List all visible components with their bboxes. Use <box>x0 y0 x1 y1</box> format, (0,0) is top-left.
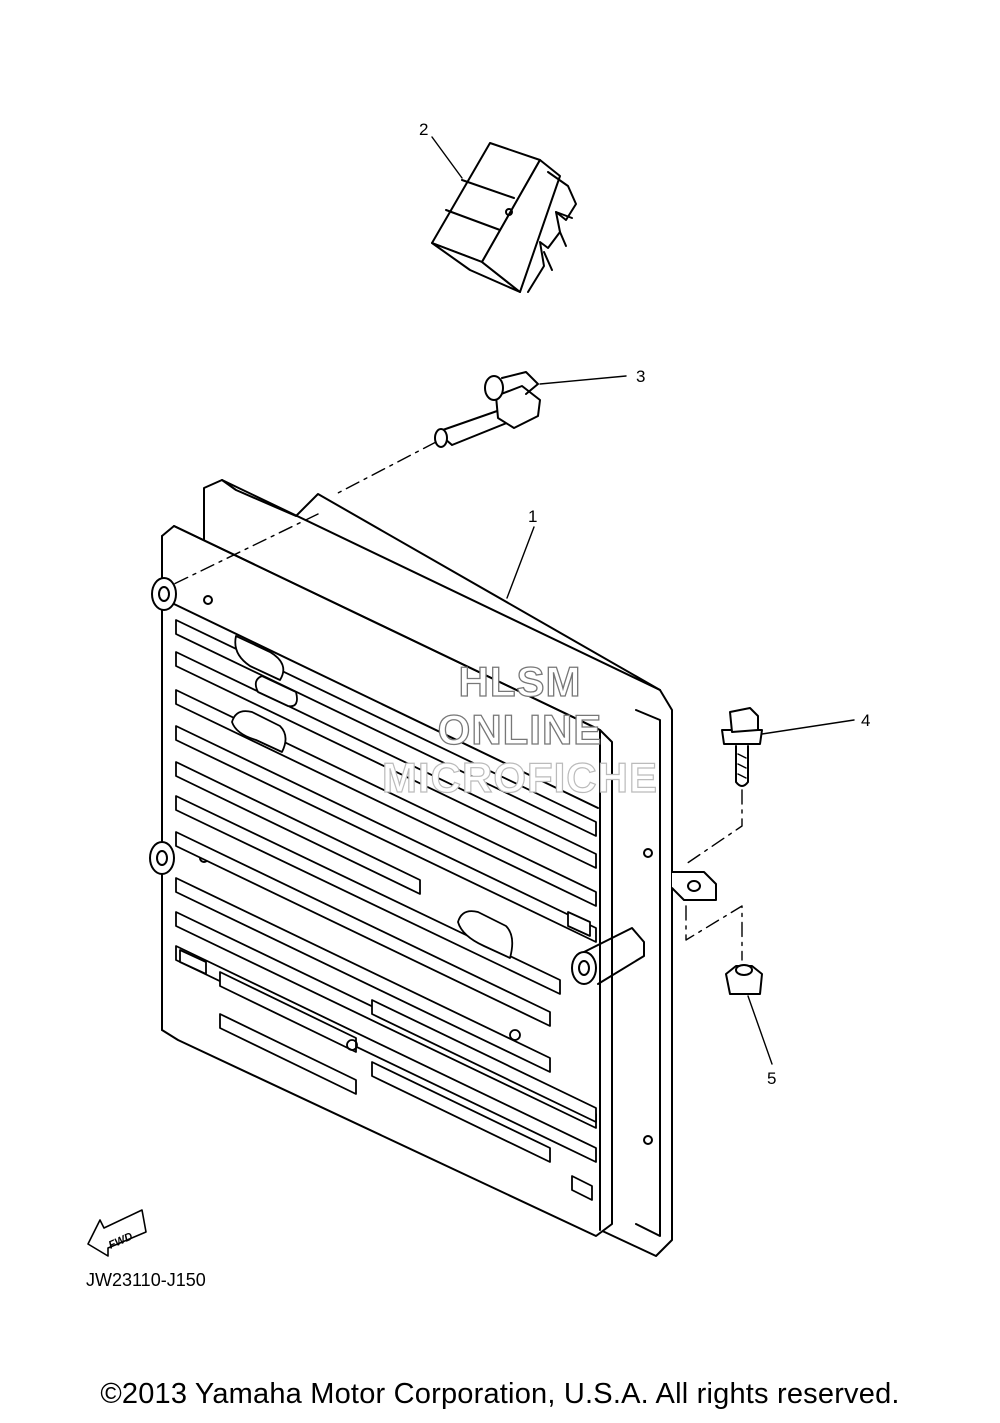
callout-4: 4 <box>861 711 870 730</box>
switch-part <box>431 142 577 293</box>
leader-3 <box>539 375 627 385</box>
watermark-line-1: HLSM <box>458 658 582 705</box>
leader-2 <box>431 136 463 179</box>
ecu-cooling-fins <box>175 619 597 1201</box>
nut-part-5 <box>725 964 763 995</box>
copyright-notice: ©2013 Yamaha Motor Corporation, U.S.A. A… <box>100 1378 900 1410</box>
mounting-tab <box>671 871 717 901</box>
bolt-part-3 <box>434 371 541 448</box>
fwd-arrow-icon <box>87 1209 147 1257</box>
callout-2: 2 <box>419 120 428 139</box>
drawing-code: JW23110-J150 <box>86 1270 206 1290</box>
bolt-part-4 <box>721 707 763 787</box>
callout-5: 5 <box>767 1069 776 1088</box>
watermark-line-2: ONLINE <box>437 706 603 753</box>
callout-3: 3 <box>636 367 645 386</box>
watermark-line-3: MICROFICHE <box>381 754 658 801</box>
assembly-lines <box>169 441 743 961</box>
callout-1: 1 <box>528 507 537 526</box>
leader-4 <box>761 719 855 735</box>
leader-lines <box>431 136 855 1065</box>
leader-5 <box>747 995 773 1065</box>
leader-1 <box>506 526 535 599</box>
